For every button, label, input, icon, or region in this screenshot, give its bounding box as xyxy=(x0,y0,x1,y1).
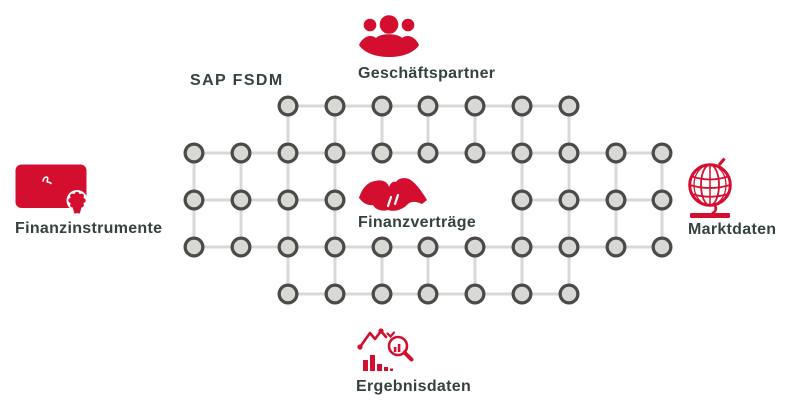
grid-node-core xyxy=(514,239,530,255)
grid-node-core xyxy=(561,286,577,302)
grid-node-core xyxy=(654,192,670,208)
grid-node-core xyxy=(608,192,624,208)
grid-node-core xyxy=(374,145,390,161)
grid-node-core xyxy=(514,192,530,208)
grid-node-core xyxy=(233,239,249,255)
grid-node-core xyxy=(327,145,343,161)
grid-node-core xyxy=(420,145,436,161)
grid-node-core xyxy=(608,239,624,255)
grid-node-core xyxy=(654,145,670,161)
entity-label: Finanzinstrumente xyxy=(15,220,163,237)
entity-label: Ergebnisdaten xyxy=(356,378,472,395)
grid-node-core xyxy=(280,286,296,302)
grid-node-core xyxy=(420,239,436,255)
chart-magnifier-icon xyxy=(357,328,414,371)
grid-node-core xyxy=(420,98,436,114)
grid-node-core xyxy=(561,239,577,255)
grid-node-core xyxy=(233,192,249,208)
grid-node-core xyxy=(467,145,483,161)
grid-node-core xyxy=(327,239,343,255)
grid-node-core xyxy=(327,286,343,302)
certificate-icon xyxy=(15,164,88,214)
grid-node-core xyxy=(561,145,577,161)
grid-node-core xyxy=(280,145,296,161)
grid-node-core xyxy=(280,239,296,255)
grid-node-core xyxy=(186,239,202,255)
grid-node-core xyxy=(327,192,343,208)
entity-geschaeftspartner: Geschäftspartner xyxy=(358,15,495,82)
grid-node-core xyxy=(561,192,577,208)
grid-node-core xyxy=(327,98,343,114)
grid-node-core xyxy=(186,145,202,161)
people-group-icon xyxy=(359,15,419,57)
grid-node-core xyxy=(654,239,670,255)
grid-node-core xyxy=(467,286,483,302)
grid-node-core xyxy=(186,192,202,208)
grid-node-core xyxy=(233,145,249,161)
framework-label: SAP FSDM xyxy=(190,72,284,89)
handshake-icon xyxy=(359,178,427,211)
grid-node-core xyxy=(514,286,530,302)
entity-label: Geschäftspartner xyxy=(358,65,496,82)
entity-finanzvertraege: Finanzverträge xyxy=(358,176,476,231)
entity-ergebnisdaten: Ergebnisdaten xyxy=(356,321,471,395)
grid-node-core xyxy=(374,239,390,255)
entity-finanzinstrumente: Finanzinstrumente xyxy=(15,164,162,237)
grid-node-core xyxy=(280,192,296,208)
grid-node-core xyxy=(561,98,577,114)
entity-label: Finanzverträge xyxy=(358,214,477,231)
entity-marktdaten: Marktdaten xyxy=(688,157,776,238)
grid-node-core xyxy=(420,286,436,302)
globe-icon xyxy=(688,157,732,218)
entity-label: Marktdaten xyxy=(688,221,777,238)
grid-node-core xyxy=(467,98,483,114)
grid-node-core xyxy=(374,98,390,114)
grid-node-core xyxy=(374,286,390,302)
grid-node-core xyxy=(280,98,296,114)
grid-node-core xyxy=(608,145,624,161)
grid-node-core xyxy=(467,239,483,255)
grid-node-core xyxy=(514,145,530,161)
grid-node-core xyxy=(514,98,530,114)
